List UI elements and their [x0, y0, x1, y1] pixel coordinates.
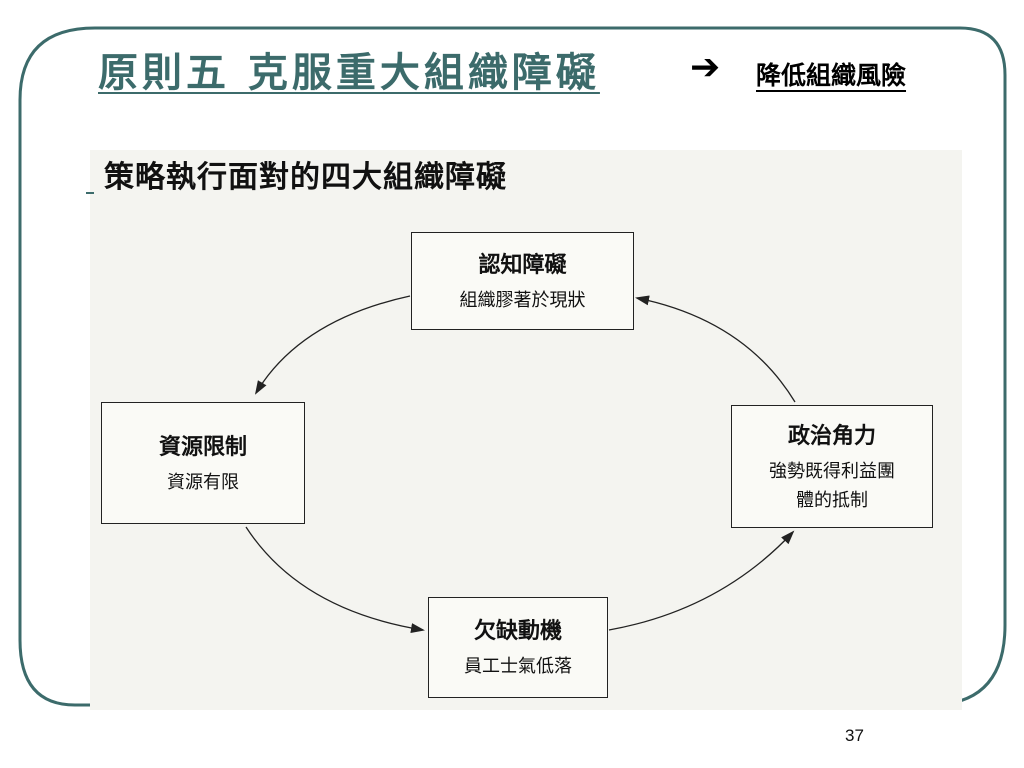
edge-resource-to-motivation — [245, 526, 425, 634]
slide-subtitle: 降低組織風險 — [756, 61, 907, 90]
page-number: 37 — [845, 726, 864, 745]
frame-tick — [86, 192, 94, 194]
node-resource-barrier: 資源限制 資源有限 — [101, 402, 305, 524]
node-title: 資源限制 — [158, 434, 247, 460]
edge-political-to-cognitive — [635, 295, 796, 403]
edge-motivation-to-political — [608, 530, 795, 631]
node-title: 欠缺動機 — [473, 619, 562, 645]
node-desc: 員工士氣低落 — [464, 656, 572, 678]
node-motivation-barrier: 欠缺動機 員工士氣低落 — [428, 597, 608, 698]
node-desc: 資源有限 — [167, 471, 239, 493]
node-desc-line-2: 體的抵制 — [796, 489, 868, 511]
node-political-barrier: 政治角力 強勢既得利益團 體的抵制 — [731, 405, 933, 528]
diagram-heading: 策略執行面對的四大組織障礙 — [104, 160, 507, 195]
edge-cognitive-to-resource — [254, 295, 411, 395]
node-cognitive-barrier: 認知障礙 組織膠著於現狀 — [411, 232, 634, 330]
node-desc-line-1: 強勢既得利益團 — [769, 460, 895, 482]
slide-title: 原則五 克服重大組織障礙 — [98, 49, 600, 96]
node-desc: 組織膠著於現狀 — [459, 289, 586, 311]
right-arrow-icon: ➔ — [690, 47, 721, 88]
node-title: 認知障礙 — [478, 252, 567, 278]
node-title: 政治角力 — [787, 423, 876, 449]
